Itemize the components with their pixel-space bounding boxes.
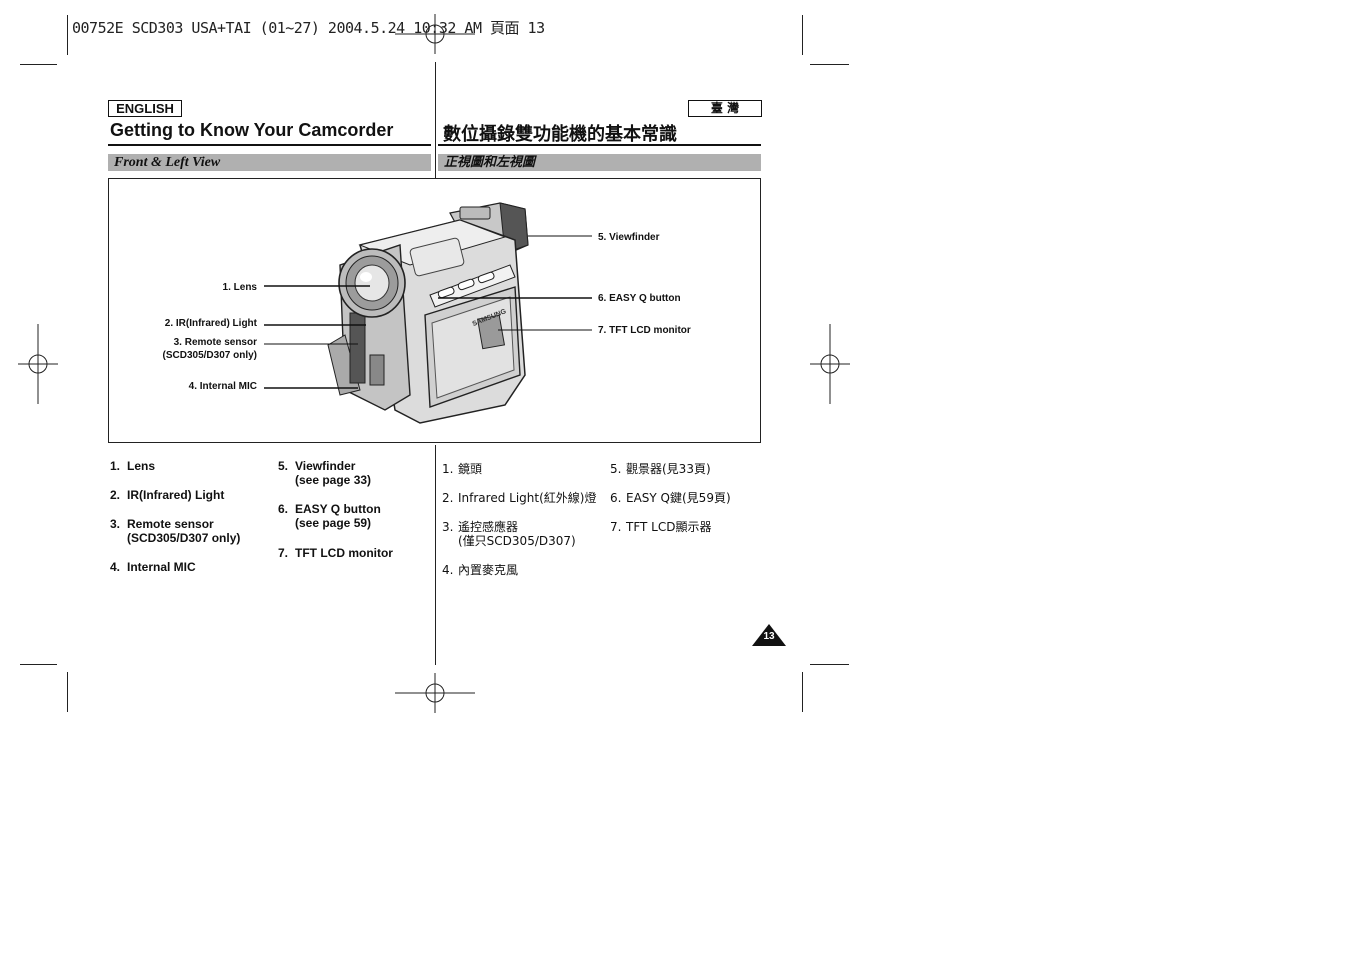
crop-mark [802,15,803,55]
list-item-viewfinder: 5. Viewfinder (see page 33) [278,459,371,487]
list-item-number: 5. [610,462,622,476]
list-item-remote-sensor-zh: 3. 遙控感應器 (僅只SCD305/D307) [442,520,576,548]
english-tag: ENGLISH [108,100,182,117]
center-divider [435,445,436,665]
callout-remote-sensor: 3. Remote sensor [173,337,257,348]
list-item-number: 4. [442,563,454,577]
list-item-label: TFT LCD顯示器 [626,520,712,534]
list-item-label: 鏡頭 [458,462,483,476]
callout-leaders [264,235,592,389]
registration-mark-icon [395,14,475,54]
list-item-viewfinder-zh: 5. 觀景器(見33頁) [610,462,711,476]
list-item-remote-sensor: 3. Remote sensor (SCD305/D307 only) [110,517,240,545]
registration-mark-icon [810,324,850,404]
list-item-label: 觀景器(見33頁) [626,462,711,476]
section-title-en: Front & Left View [114,155,221,170]
page-number-triangle-icon [752,624,786,646]
list-item-number: 2. [110,488,121,502]
page-title-zh: 數位攝錄雙功能機的基本常識 [443,124,677,145]
list-item-note: (僅只SCD305/D307) [458,534,576,548]
list-item-label: 內置麥克風 [458,563,519,577]
list-item-label: 遙控感應器 [458,520,519,534]
list-item-note: (SCD305/D307 only) [127,531,241,545]
callout-internal-mic: 4. Internal MIC [188,381,257,392]
list-item-number: 3. [442,520,454,534]
list-item-internal-mic-zh: 4. 內置麥克風 [442,563,518,577]
list-item-lens: 1. Lens [110,459,155,473]
callout-tft-lcd-monitor: 7. TFT LCD monitor [598,325,691,336]
list-item-number: 1. [110,459,121,473]
list-item-number: 4. [110,560,121,574]
list-item-label: Remote sensor [127,517,214,531]
list-item-label: Lens [127,459,156,473]
list-item-tft-lcd-monitor-zh: 7. TFT LCD顯示器 [610,520,711,534]
camcorder-illustration: SAMSUNG [327,202,529,424]
list-item-number: 1. [442,462,454,476]
registration-mark-icon [18,324,58,404]
title-rule [438,144,761,146]
list-item-label: Infrared Light(紅外線)燈 [458,491,597,505]
center-divider [435,62,436,178]
list-item-label: EASY Q button [295,502,381,516]
crop-mark [810,664,849,665]
list-item-label: Internal MIC [127,560,196,574]
page-title-en: Getting to Know Your Camcorder [110,120,394,140]
print-slug: 00752E SCD303 USA+TAI (01~27) 2004.5.24 … [72,19,545,37]
page-number: 13 [763,631,775,642]
list-item-ir-light-zh: 2. Infrared Light(紅外線)燈 [442,491,596,505]
callout-lens: 1. Lens [222,282,257,293]
list-item-note: (see page 59) [295,516,372,530]
list-item-note: (see page 33) [295,473,372,487]
crop-mark [802,672,803,712]
list-item-label: Viewfinder [295,459,356,473]
callout-remote-sensor-note: (SCD305/D307 only) [162,350,257,361]
taiwan-tag: 臺 灣 [688,100,762,117]
section-bar-zh: 正視圖和左視圖 [438,154,761,171]
list-item-easy-q-button-zh: 6. EASY Q鍵(見59頁) [610,491,731,505]
list-item-label: EASY Q鍵(見59頁) [626,491,731,505]
list-item-lens-zh: 1. 鏡頭 [442,462,482,476]
callout-easy-q-button: 6. EASY Q button [598,293,681,304]
list-item-number: 7. [278,546,289,560]
list-item-tft-lcd-monitor: 7. TFT LCD monitor [278,546,393,560]
list-item-easy-q-button: 6. EASY Q button (see page 59) [278,502,381,530]
list-item-number: 5. [278,459,289,473]
callout-viewfinder: 5. Viewfinder [598,232,660,243]
crop-mark [20,664,57,665]
callout-ir-light: 2. IR(Infrared) Light [164,318,257,329]
crop-mark [67,15,68,55]
crop-mark [810,64,849,65]
list-item-label: TFT LCD monitor [295,546,393,560]
list-item-number: 7. [610,520,622,534]
list-item-internal-mic: 4. Internal MIC [110,560,196,574]
section-bar-en: Front & Left View [108,154,431,171]
crop-mark [20,64,57,65]
list-item-number: 3. [110,517,121,531]
list-item-number: 6. [610,491,622,505]
registration-mark-icon [395,673,475,713]
list-item-label: IR(Infrared) Light [127,488,225,502]
title-rule [108,144,431,146]
section-title-zh: 正視圖和左視圖 [444,155,536,170]
list-item-number: 2. [442,491,454,505]
list-item-number: 6. [278,502,289,516]
camcorder-figure [108,178,761,443]
list-item-ir-light: 2. IR(Infrared) Light [110,488,224,502]
crop-mark [67,672,68,712]
